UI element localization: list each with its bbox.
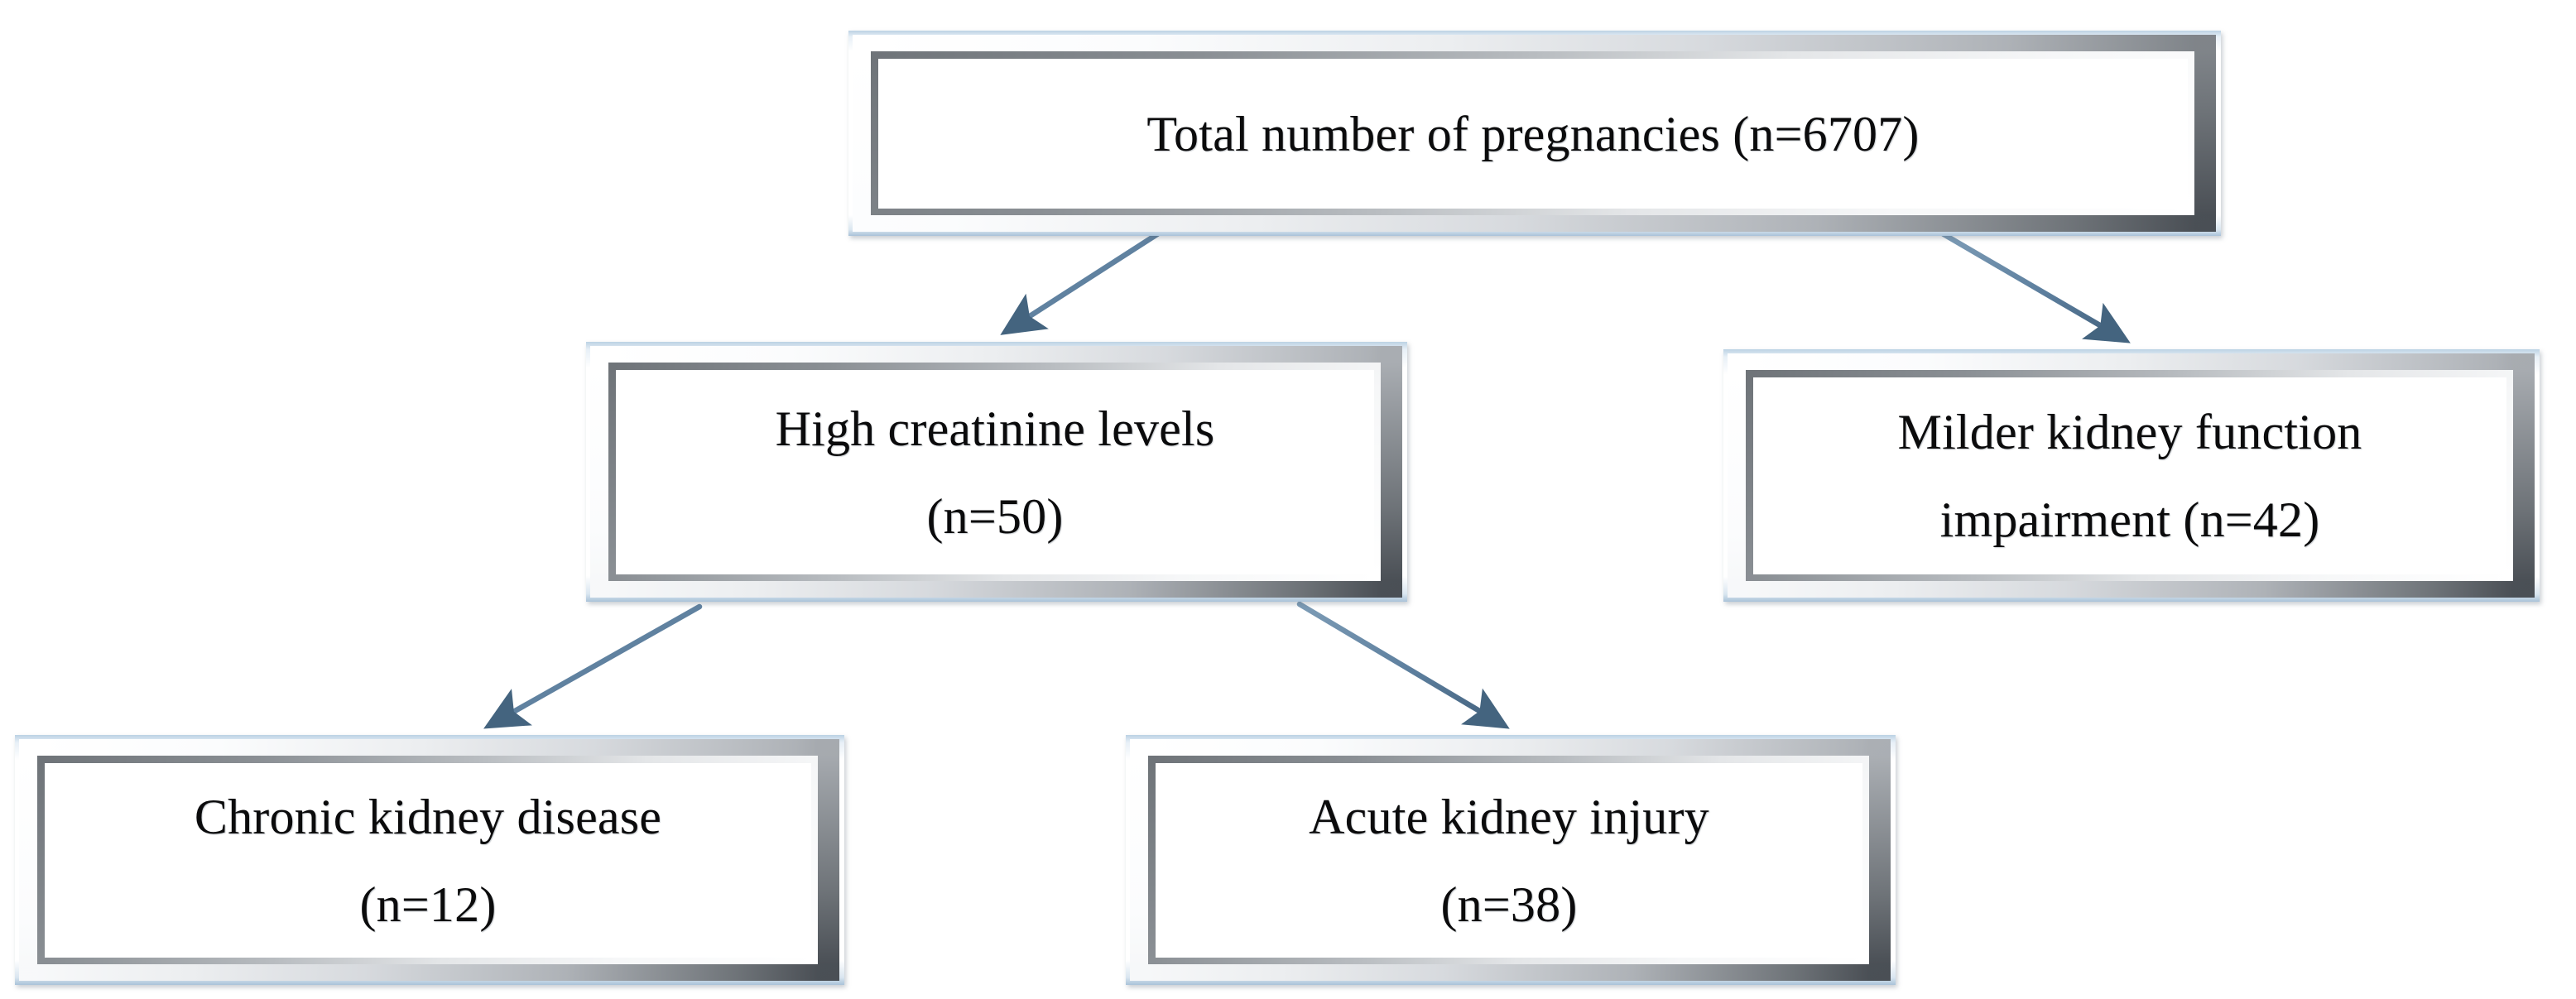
node-bevel: Chronic kidney disease (n=12): [19, 739, 839, 981]
node-high-creatinine-levels[interactable]: High creatinine levels (n=50): [586, 342, 1407, 602]
node-chronic-kidney-disease-line-1: Chronic kidney disease: [194, 789, 662, 844]
node-bevel: High creatinine levels (n=50): [590, 346, 1402, 598]
node-inner: Chronic kidney disease (n=12): [37, 756, 818, 964]
node-inner: Acute kidney injury (n=38): [1148, 756, 1869, 964]
node-acute-kidney-injury-line-2: (n=38): [1440, 877, 1578, 932]
node-milder-kidney-function-impairment[interactable]: Milder kidney function impairment (n=42): [1723, 349, 2540, 602]
node-high-creatinine-levels-line-2: (n=50): [926, 488, 1064, 544]
node-chronic-kidney-disease[interactable]: Chronic kidney disease (n=12): [15, 735, 844, 985]
node-inner: High creatinine levels (n=50): [608, 363, 1381, 581]
node-bevel: Acute kidney injury (n=38): [1130, 739, 1891, 981]
node-milder-kidney-function-impairment-line-2: impairment (n=42): [1939, 492, 2320, 547]
node-bevel: Milder kidney function impairment (n=42): [1728, 353, 2535, 598]
node-high-creatinine-levels-line-1: High creatinine levels: [775, 401, 1215, 456]
node-total-pregnancies-line-1: Total number of pregnancies (n=6707): [1146, 106, 1920, 161]
node-total-pregnancies[interactable]: Total number of pregnancies (n=6707): [848, 31, 2221, 236]
node-inner: Milder kidney function impairment (n=42): [1746, 370, 2513, 581]
node-acute-kidney-injury-line-1: Acute kidney injury: [1309, 789, 1709, 844]
edge-total-to-milder-impairment: [1940, 231, 2131, 343]
edge-high-creatinine-to-aki: [1296, 601, 1510, 729]
node-chronic-kidney-disease-line-2: (n=12): [359, 877, 497, 932]
node-acute-kidney-injury[interactable]: Acute kidney injury (n=38): [1126, 735, 1896, 985]
edge-high-creatinine-to-ckd: [483, 603, 703, 729]
node-inner: Total number of pregnancies (n=6707): [871, 51, 2194, 215]
node-milder-kidney-function-impairment-line-1: Milder kidney function: [1897, 405, 2362, 459]
edge-total-to-high-creatinine: [1000, 231, 1161, 335]
node-bevel: Total number of pregnancies (n=6707): [853, 35, 2216, 232]
